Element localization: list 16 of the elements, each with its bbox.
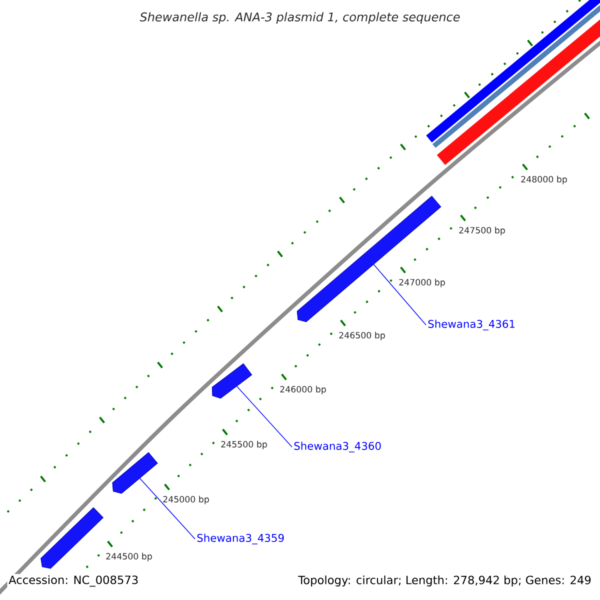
- gene-arrow: [112, 452, 158, 494]
- gene-label: Shewana3_4361: [428, 320, 515, 330]
- summary-text: Topology: circular; Length: 278,942 bp; Genes: 249: [296, 574, 593, 588]
- leader-line: [139, 478, 196, 540]
- position-label: 246500 bp: [339, 332, 385, 340]
- gene-arrow: [212, 363, 252, 399]
- leader-line: [373, 264, 426, 326]
- accession-text: Accession: NC_008573: [7, 574, 140, 588]
- position-label: 247000 bp: [399, 278, 445, 288]
- gene-arrow: [40, 507, 104, 569]
- position-label: 245500 bp: [221, 440, 267, 450]
- title: Shewanella sp. ANA-3 plasmid 1, complete sequence: [140, 12, 460, 24]
- position-label: 248000 bp: [521, 176, 567, 184]
- gene-label: Shewana3_4360: [294, 442, 381, 452]
- leader-line: [236, 386, 292, 448]
- gene-label: Shewana3_4359: [197, 534, 284, 544]
